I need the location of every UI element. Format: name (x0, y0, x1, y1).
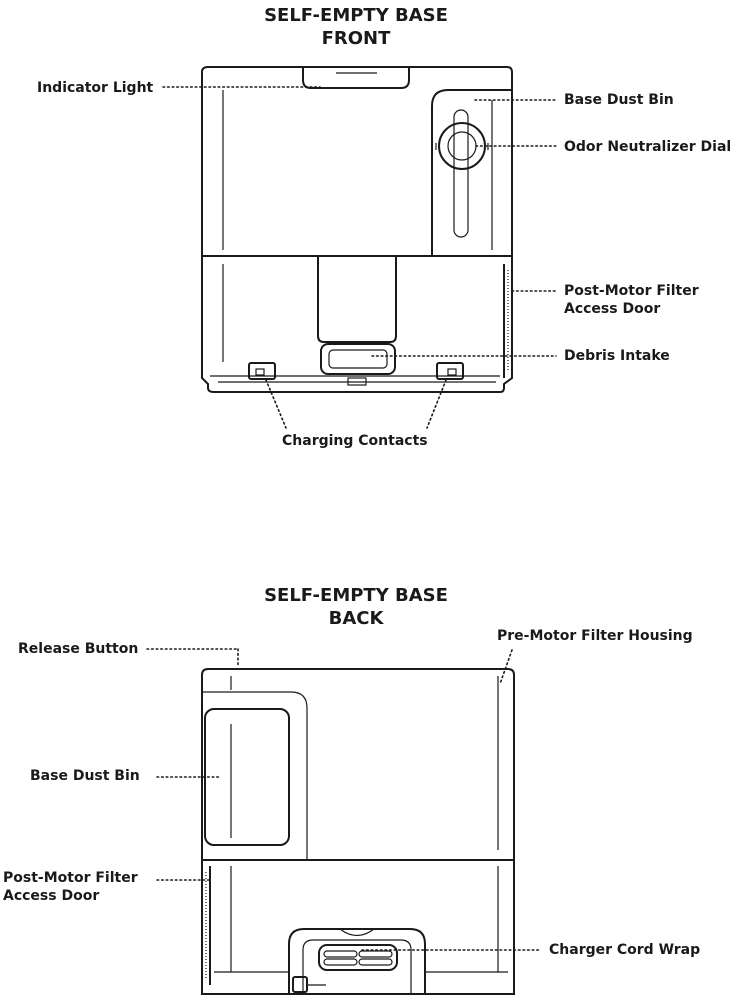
label-release-button: Release Button (18, 641, 139, 657)
back-dust-bin-panel (202, 691, 308, 860)
front-body-outline (201, 66, 513, 393)
indicator-light-shape (302, 67, 410, 89)
label-indicator-light: Indicator Light (37, 80, 154, 96)
front-title-line1: SELF-EMPTY BASE (264, 5, 448, 26)
label-front-base-dust-bin: Base Dust Bin (564, 92, 674, 108)
back-body-outline (201, 668, 515, 995)
label-pre-motor-filter-housing: Pre-Motor Filter Housing (497, 628, 693, 644)
charger-cord-wrap-housing (288, 928, 426, 994)
debris-intake (320, 343, 396, 375)
front-base-dust-bin (431, 89, 512, 256)
front-title: SELF-EMPTY BASE FRONT (236, 4, 476, 50)
leader-pre-motor-filter (499, 649, 513, 685)
charging-contact-left (248, 362, 276, 380)
label-front-post-motor-filter-line2: Access Door (564, 301, 661, 317)
back-title: SELF-EMPTY BASE BACK (236, 584, 476, 630)
leader-charging-contact-left (265, 379, 287, 429)
front-view (201, 66, 513, 393)
charger-cord-wrap (318, 944, 398, 971)
label-odor-neutralizer-dial: Odor Neutralizer Dial (564, 139, 732, 155)
label-back-post-motor-filter-line1: Post-Motor Filter (3, 870, 138, 886)
label-debris-intake: Debris Intake (564, 348, 670, 364)
label-back-post-motor-filter: Post-Motor Filter Access Door (3, 869, 163, 905)
label-charging-contacts: Charging Contacts (282, 433, 428, 449)
label-front-post-motor-filter: Post-Motor Filter Access Door (564, 282, 734, 318)
power-plug (292, 976, 308, 993)
label-back-post-motor-filter-line2: Access Door (3, 888, 100, 904)
back-view (201, 668, 515, 995)
back-title-line1: SELF-EMPTY BASE (264, 585, 448, 606)
front-chute (317, 256, 397, 343)
label-back-base-dust-bin: Base Dust Bin (30, 768, 140, 784)
label-charger-cord-wrap: Charger Cord Wrap (549, 942, 701, 958)
back-title-line2: BACK (328, 608, 384, 629)
label-front-post-motor-filter-line1: Post-Motor Filter (564, 283, 699, 299)
dial-slot (453, 109, 469, 238)
leader-charging-contact-right (426, 379, 447, 429)
charging-contact-right (436, 362, 464, 380)
front-title-line2: FRONT (321, 28, 391, 49)
